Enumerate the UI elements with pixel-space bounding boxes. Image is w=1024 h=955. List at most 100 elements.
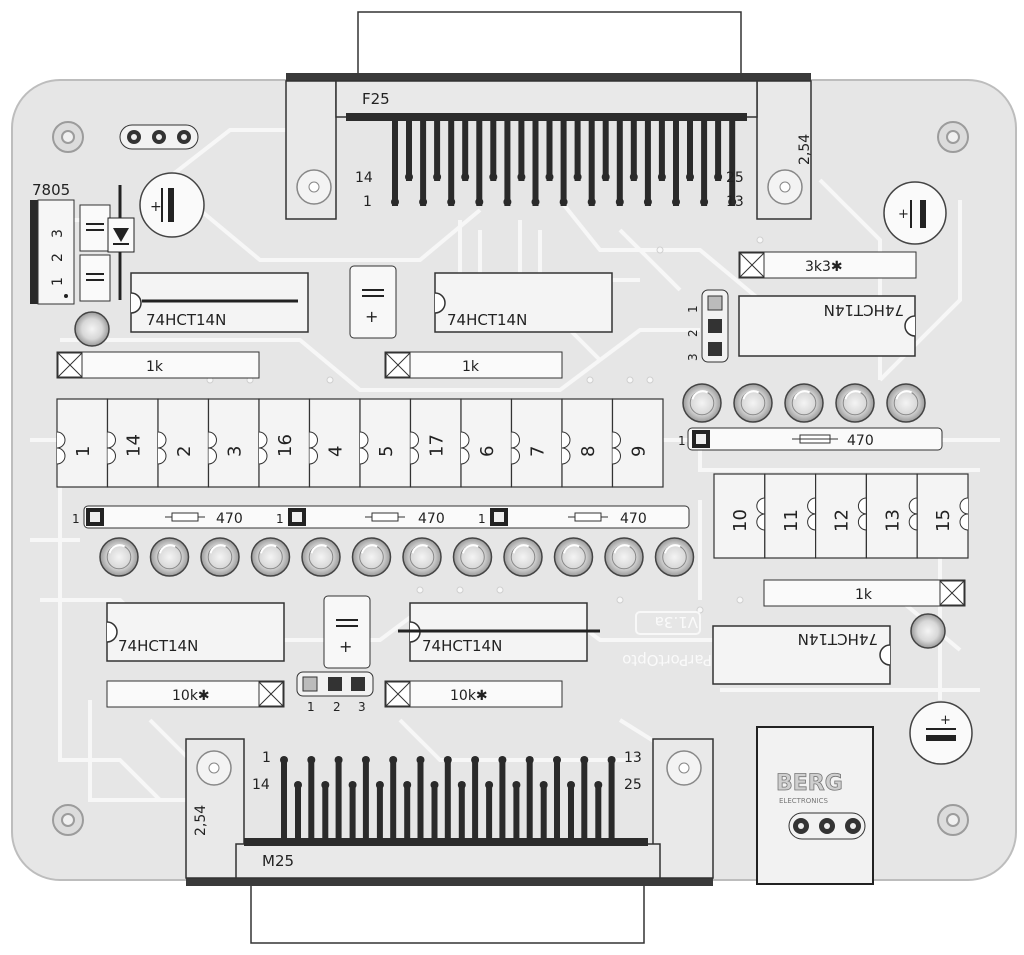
electrolytic-capacitor-bottom-right: + [909, 701, 973, 765]
led-row-right [682, 383, 926, 423]
optocoupler [308, 398, 361, 488]
connector-pin [658, 121, 665, 181]
bottom-pitch-label: 2,54 [193, 805, 209, 836]
decoupling-capacitor-bottom: + [323, 595, 371, 669]
connector-pin [701, 121, 708, 206]
connector-pin [349, 782, 356, 840]
resistor-470-b-pin1: 1 [276, 512, 284, 526]
connector-pin [554, 757, 560, 840]
connector-pin [490, 121, 497, 181]
top-pin-label-13: 13 [726, 194, 744, 210]
jumper-right-pin-3: 3 [686, 353, 700, 361]
connector-pin [392, 121, 398, 206]
jumper-bottom-horizontal: 1 2 3 [296, 671, 374, 714]
ic-74hct14n-bottom-left: 74HCT14N [106, 602, 285, 662]
connector-pin [644, 121, 651, 206]
connector-pin [434, 121, 441, 181]
optocoupler-label: 16 [275, 434, 296, 457]
resistor-10k-right: 10k✱ [384, 680, 563, 708]
connector-pin [513, 782, 520, 840]
ic-top-middle-label: 74HCT14N [447, 311, 527, 329]
optocoupler [258, 398, 311, 488]
ic-bottom-right-label: 74HCT14N [798, 630, 878, 648]
connector-pin [608, 757, 615, 840]
led [402, 537, 442, 577]
bottom-db25-connector: M25 1 14 13 25 2,54 [185, 738, 714, 944]
connector-pin [687, 121, 693, 181]
optocoupler-label: 11 [781, 509, 802, 532]
ic-right-label: 74HCT14N [824, 301, 904, 319]
connector-pin [295, 782, 301, 840]
connector-pin [476, 121, 483, 206]
led [200, 537, 240, 577]
top-db25-connector: F25 14 1 25 13 2,54 [285, 11, 813, 220]
electrolytic-capacitor-top-right: + [883, 181, 947, 245]
berg-subtitle: ELECTRONICS [779, 797, 828, 805]
led [654, 537, 695, 577]
optocoupler-label: 12 [832, 509, 853, 532]
resistor-1k-left: 1k [56, 351, 260, 379]
optocoupler [814, 473, 867, 559]
optocoupler [916, 473, 969, 559]
ic-74hct14n-top-left: 74HCT14N [130, 272, 309, 333]
optocoupler-label: 7 [528, 446, 549, 457]
connector-pin [420, 121, 427, 206]
regulator-pin-3: 3 [50, 229, 66, 238]
electrolytic-capacitor-top-left: + [139, 172, 205, 238]
resistor-470-a-pin1: 1 [72, 512, 80, 526]
resistor-470-row: 1 1 1 470 470 470 [72, 505, 690, 529]
connector-pin [532, 121, 539, 206]
connector-pin [404, 782, 411, 840]
top-pin-label-1: 1 [363, 194, 372, 210]
svg-text:+: + [365, 307, 378, 326]
jumper-right-vertical: 1 2 3 [686, 289, 729, 363]
jumper-right-pin-1: 1 [686, 305, 700, 313]
jumper-bottom-pin-2: 2 [333, 700, 341, 714]
bottom-pin-label-25: 25 [624, 777, 642, 793]
regulator-label: 7805 [32, 181, 70, 199]
voltage-regulator-7805: 3 2 1 [30, 199, 75, 305]
ic-bottom-middle-label: 74HCT14N [422, 637, 502, 655]
optocoupler-label: 8 [578, 446, 599, 457]
jumper-right-pin-2: 2 [686, 329, 700, 337]
led [99, 537, 139, 577]
connector-pin [462, 121, 469, 181]
connector-pin [673, 121, 679, 206]
optocoupler-label: 14 [124, 434, 145, 457]
mounting-holes [52, 121, 969, 836]
resistor-470-c-pin1: 1 [478, 512, 486, 526]
optocoupler [359, 398, 412, 488]
connector-pin [390, 757, 397, 840]
jumper-bottom-pin-1: 1 [307, 700, 315, 714]
connector-pin [729, 121, 736, 206]
connector-pin [444, 757, 451, 840]
resistor-470-b-label: 470 [418, 511, 445, 527]
ic-bottom-left-label: 74HCT14N [118, 637, 198, 655]
led [452, 537, 493, 577]
top-pin-label-14: 14 [355, 170, 373, 186]
resistor-470-c-label: 470 [620, 511, 647, 527]
led [604, 537, 644, 577]
board-name-text: ParPortOpto [622, 651, 712, 669]
led-right-single [910, 613, 946, 649]
connector-pin [448, 121, 455, 206]
top-pin-label-25: 25 [726, 170, 744, 186]
svg-text:+: + [940, 713, 951, 728]
protection-diode [107, 185, 135, 300]
led [250, 537, 291, 577]
resistor-10k-right-label: 10k✱ [450, 688, 488, 704]
led [301, 537, 341, 577]
optocoupler-label: 2 [174, 446, 195, 457]
connector-pin [518, 121, 525, 181]
optocoupler-label: 3 [225, 446, 246, 457]
connector-pin [362, 757, 369, 840]
optocoupler [460, 398, 513, 488]
connector-pin [546, 121, 553, 181]
optocoupler-label: 15 [933, 509, 954, 532]
connector-pin [602, 121, 609, 181]
svg-text:+: + [339, 637, 352, 656]
optocoupler-label: 17 [427, 434, 448, 457]
